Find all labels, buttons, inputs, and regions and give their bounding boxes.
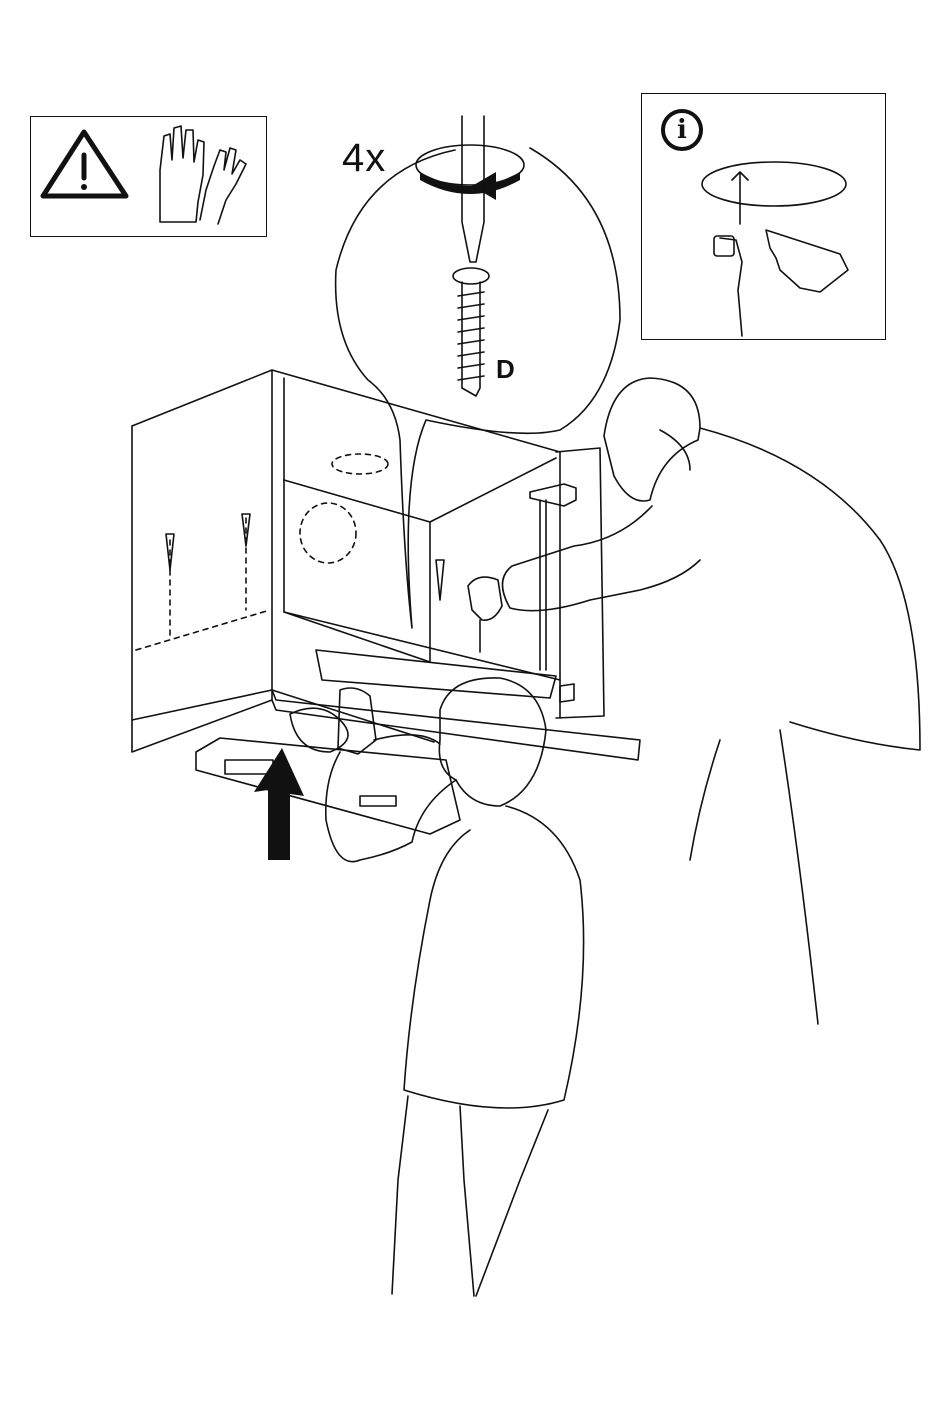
part-label: D: [496, 354, 515, 385]
rotate-clockwise-icon: [416, 145, 524, 200]
safety-warning-panel: [30, 116, 267, 237]
quantity-label: 4x: [342, 136, 386, 181]
person-front: [326, 678, 584, 1296]
screw-icon: [453, 268, 489, 396]
info-icon: i: [661, 109, 703, 151]
extractor-hood: [196, 650, 640, 834]
up-arrow-icon: [254, 748, 304, 860]
zoom-callout: [336, 148, 620, 628]
